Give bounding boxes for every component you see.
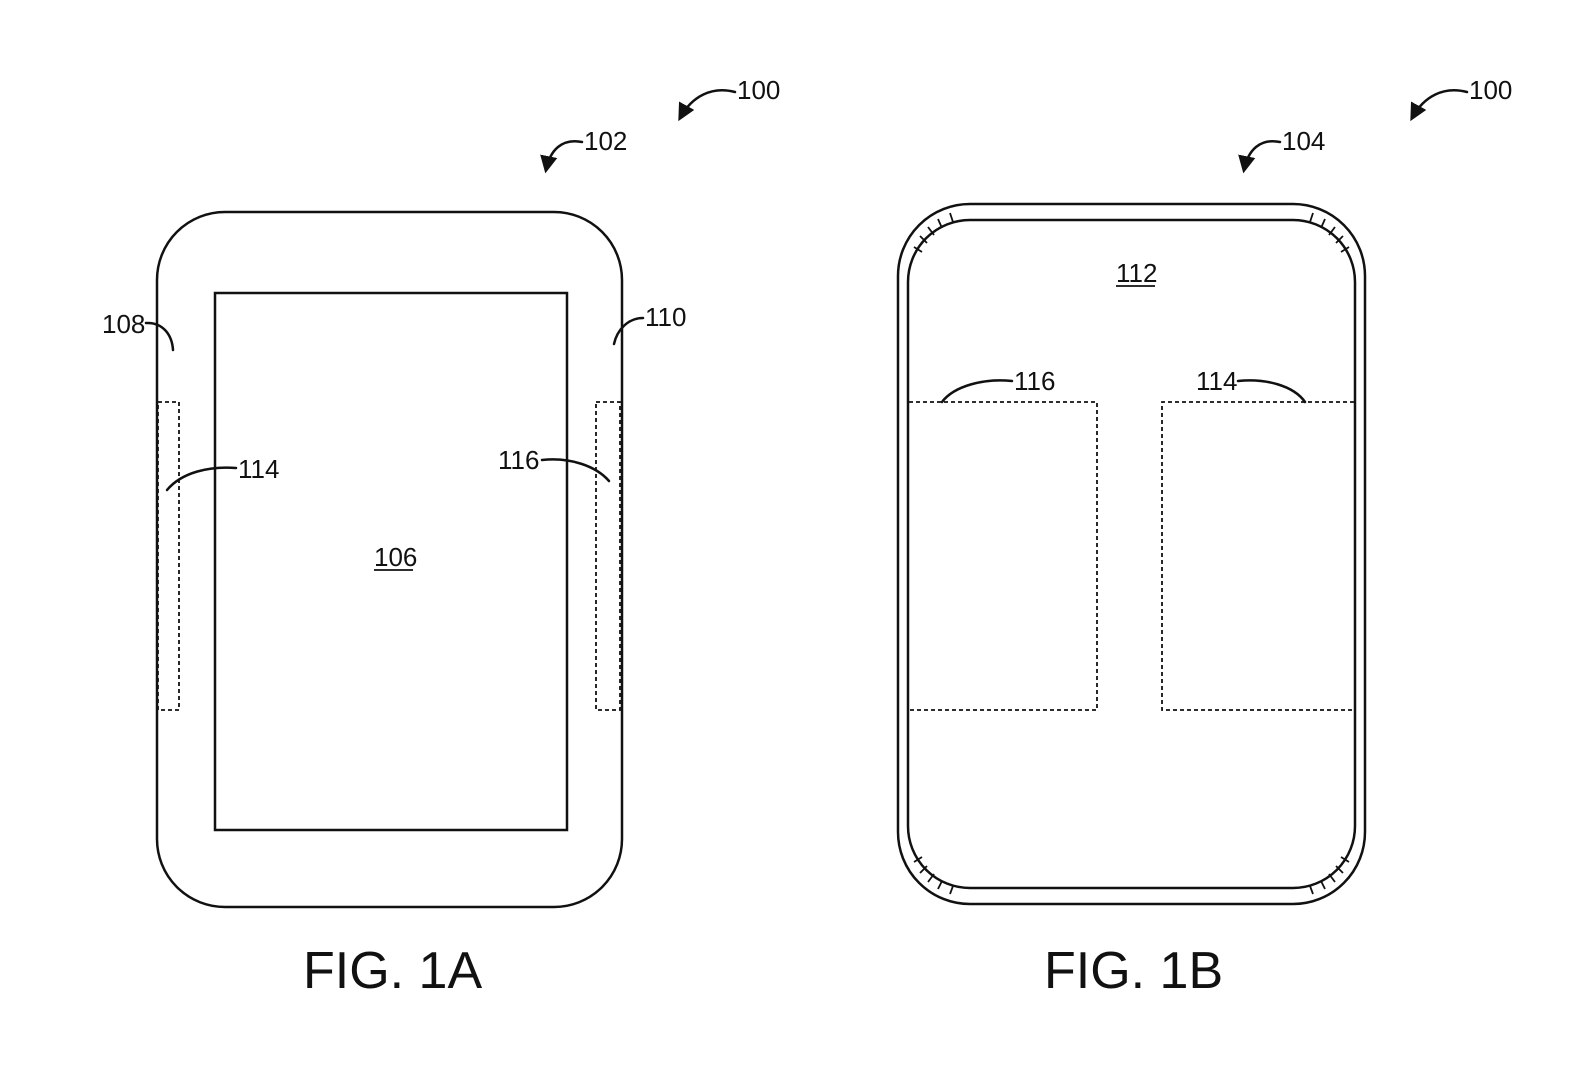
ref-102: 102: [584, 126, 627, 156]
leader-102: [540, 139, 584, 174]
leader-104: [1238, 139, 1282, 174]
figure-1a: 100 102 108 110 114 116 106 FIG. 1A: [102, 75, 780, 1000]
leader-100b: [1410, 89, 1469, 122]
leader-110: [612, 316, 645, 346]
ref-100a: 100: [737, 75, 780, 105]
leader-116b: [940, 379, 1014, 404]
ref-100b: 100: [1469, 75, 1512, 105]
leader-116a: [540, 458, 611, 483]
leader-100a: [678, 89, 737, 122]
device-front-outline: [155, 210, 624, 909]
right-edge-sensor: [595, 401, 621, 711]
ref-104: 104: [1282, 126, 1325, 156]
ref-116b: 116: [1014, 366, 1055, 396]
leader-114b: [1236, 379, 1307, 404]
leader-114a: [165, 466, 238, 492]
leader-108: [144, 321, 175, 352]
left-edge-sensor: [157, 401, 180, 711]
ref-116a: 116: [498, 445, 539, 475]
device-back-inner-outline: [906, 218, 1357, 890]
ref-114b: 114: [1196, 366, 1237, 396]
ref-114a: 114: [238, 454, 279, 484]
rear-sensor-116: [909, 401, 1098, 711]
display-outline: [213, 291, 569, 832]
ref-112: 112: [1116, 258, 1157, 288]
rear-sensor-114: [1161, 401, 1354, 711]
ref-108: 108: [102, 309, 145, 339]
figure-1b: 100 104 112 116 114 FIG. 1B: [896, 75, 1512, 1000]
ref-106: 106: [374, 542, 417, 572]
corner-hatching: [913, 212, 1350, 895]
caption-fig-1b: FIG. 1B: [1044, 942, 1223, 1000]
ref-110: 110: [645, 302, 686, 332]
caption-fig-1a: FIG. 1A: [303, 942, 482, 1000]
device-back-outer-outline: [896, 202, 1367, 906]
